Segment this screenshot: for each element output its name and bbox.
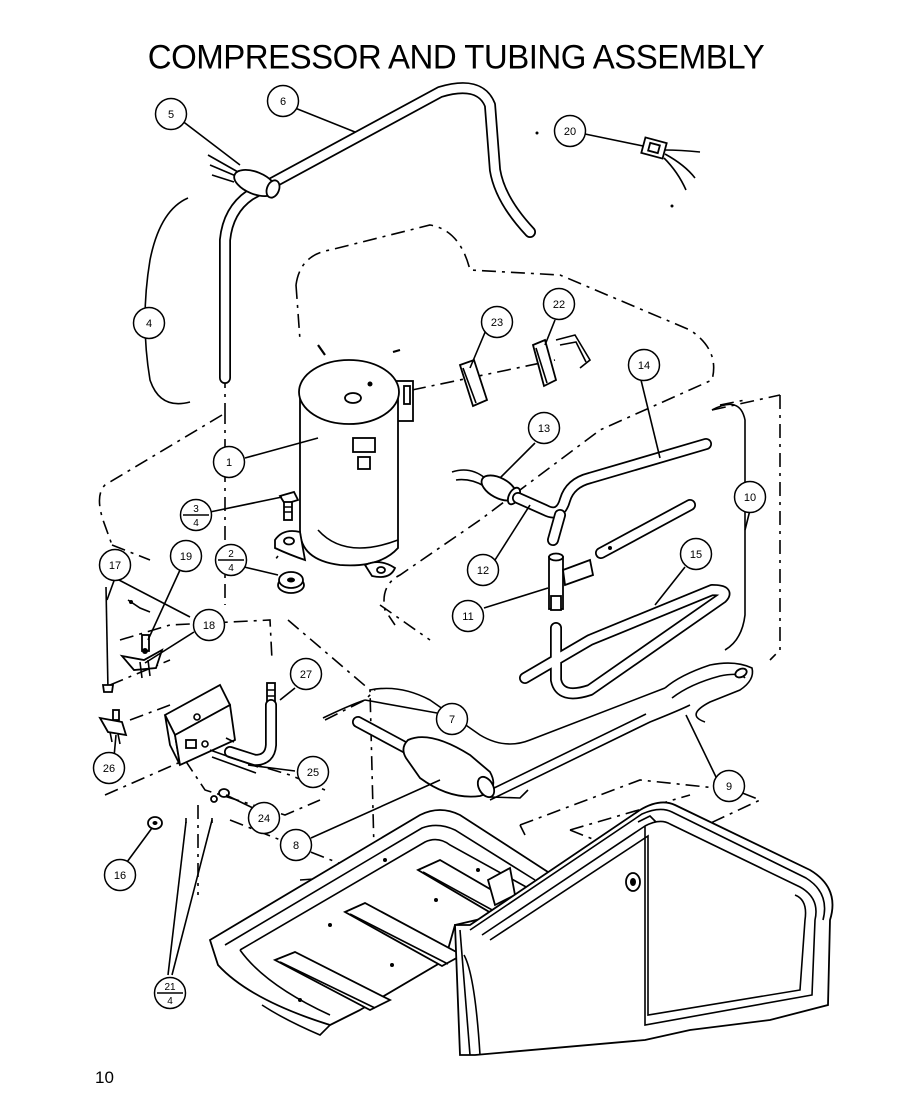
callout-2-label: 2: [228, 549, 234, 560]
part-2-grommet: [277, 571, 305, 594]
part-11-tee: [548, 499, 696, 611]
callout-15: 15: [679, 537, 713, 571]
callout-9: 9: [712, 769, 746, 803]
part-16-grommet: [147, 816, 163, 830]
callout-2: 2 4: [214, 543, 248, 577]
callout-25-label: 25: [307, 767, 319, 779]
part-19-valve: [127, 599, 151, 654]
callout-3-label: 3: [193, 504, 199, 515]
callout-11: 11: [451, 599, 485, 633]
callout-8-label: 8: [293, 840, 299, 852]
callout-21: 21 4: [153, 976, 187, 1010]
part-1-compressor: [274, 344, 414, 578]
callout-14-label: 14: [638, 360, 650, 372]
callout-6: 6: [266, 84, 300, 118]
callout-13: 13: [527, 411, 561, 445]
callout-21-label: 21: [164, 982, 176, 993]
leader-lines: [106, 107, 751, 976]
callout-16-label: 16: [114, 870, 126, 882]
part-26-valve: [98, 709, 128, 745]
part-6-discharge-tube: [219, 82, 536, 384]
part-17-screw: [101, 586, 115, 693]
callout-22-label: 22: [553, 299, 565, 311]
callout-26: 26: [92, 751, 126, 785]
callout-3-sub: 4: [193, 518, 199, 529]
callout-18-label: 18: [203, 620, 215, 632]
callout-27-label: 27: [300, 669, 312, 681]
callout-17: 17: [98, 548, 132, 582]
callout-8: 8: [279, 828, 313, 862]
callout-20: 20: [553, 114, 587, 148]
callout-20-label: 20: [564, 126, 576, 138]
callout-23-label: 23: [491, 317, 503, 329]
callout-17-label: 17: [109, 560, 121, 572]
part-23-plate: [458, 358, 489, 408]
callout-10-label: 10: [744, 492, 756, 504]
callout-27: 27: [289, 657, 323, 691]
callout-23: 23: [480, 305, 514, 339]
callout-3: 3 4: [179, 498, 213, 532]
callout-12: 12: [466, 553, 500, 587]
part-7-tube: [322, 662, 754, 745]
part-9-tube: [489, 704, 691, 801]
callout-14: 14: [627, 348, 661, 382]
part-14-tube: [512, 438, 712, 546]
callout-4: 4: [132, 306, 166, 340]
part-15-tube: [519, 584, 731, 700]
part-10-tube: [711, 403, 746, 651]
callout-15-label: 15: [690, 549, 702, 561]
callout-5-label: 5: [168, 109, 174, 121]
part-4-wire-loop: [144, 197, 191, 405]
callout-24: 24: [247, 801, 281, 835]
callout-19-label: 19: [180, 551, 192, 563]
callout-5: 5: [154, 97, 188, 131]
part-3-bolt: [278, 490, 300, 521]
callout-1-label: 1: [226, 457, 232, 469]
callout-6-label: 6: [280, 96, 286, 108]
callout-26-label: 26: [103, 763, 115, 775]
part-8-muffler: [352, 716, 529, 799]
part-20-connector: [535, 131, 701, 208]
callout-16: 16: [103, 858, 137, 892]
base-shroud: [454, 801, 834, 1056]
part-25-switch-box: [163, 683, 259, 774]
callout-4-label: 4: [146, 318, 152, 330]
callout-12-label: 12: [477, 565, 489, 577]
callout-10: 10: [733, 480, 767, 514]
callout-25: 25: [296, 755, 330, 789]
callout-7-label: 7: [449, 714, 455, 726]
callout-19: 19: [169, 539, 203, 573]
callout-13-label: 13: [538, 423, 550, 435]
page-number: 10: [95, 1068, 114, 1087]
part-27-fitting: [224, 682, 277, 766]
callout-24-label: 24: [258, 813, 270, 825]
callout-11-label: 11: [462, 611, 473, 623]
part-18-valve: [119, 648, 164, 679]
callout-18: 18: [192, 608, 226, 642]
callout-7: 7: [435, 702, 469, 736]
callout-2-sub: 4: [228, 563, 234, 574]
callout-22: 22: [542, 287, 576, 321]
part-13-drier: [451, 469, 522, 506]
diagram-title: COMPRESSOR AND TUBING ASSEMBLY: [147, 37, 765, 76]
part-5-capacitor: [207, 154, 281, 199]
part-21-screws: [185, 818, 213, 823]
part-22-bracket: [531, 334, 592, 388]
part-24-nut: [210, 788, 230, 803]
callout-1: 1: [212, 445, 246, 479]
callout-9-label: 9: [726, 781, 732, 793]
callout-21-sub: 4: [167, 996, 173, 1007]
